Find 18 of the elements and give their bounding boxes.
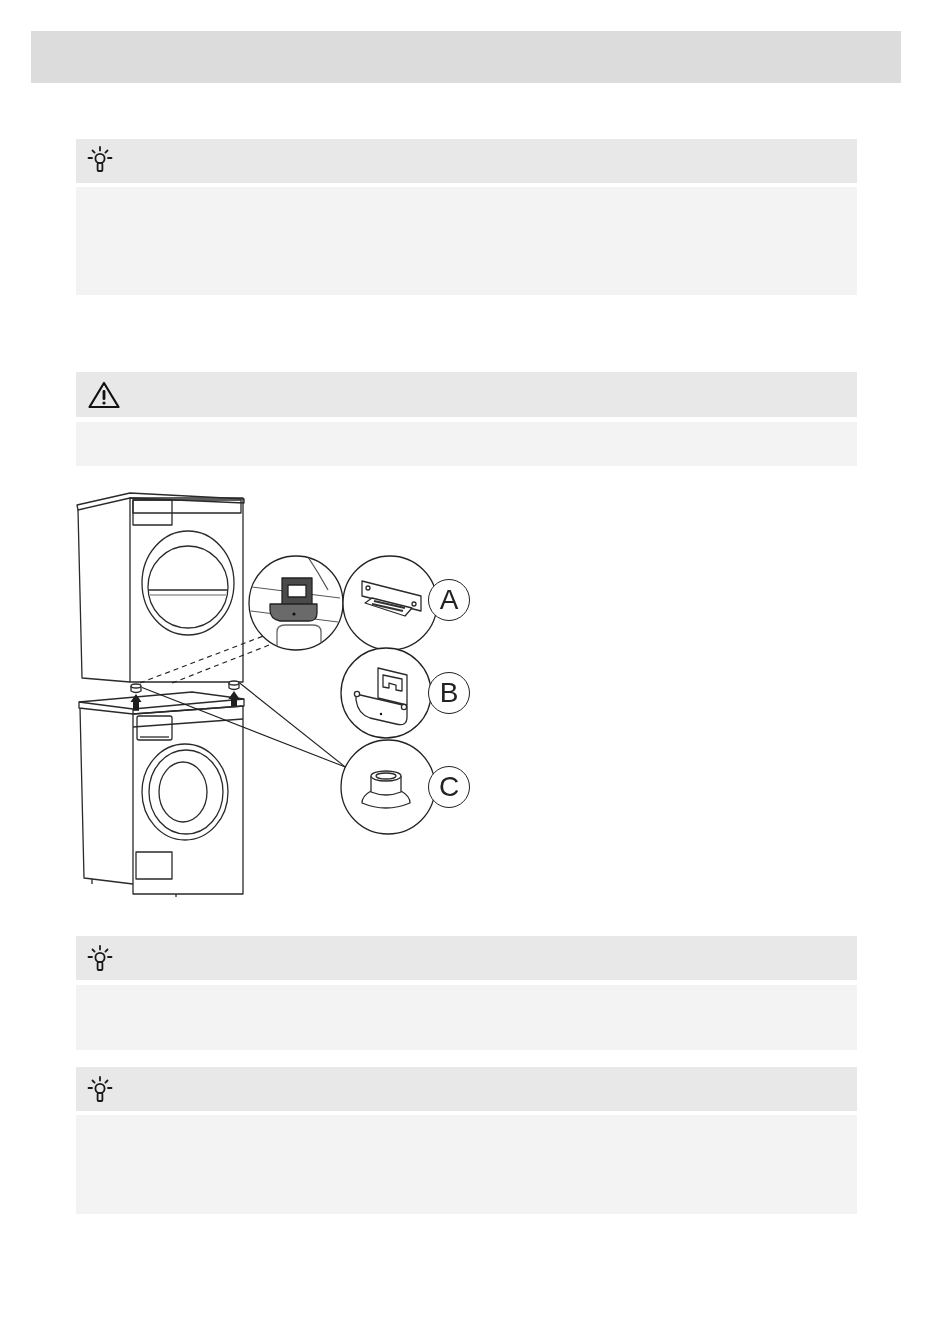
part-detail-circle [340,647,432,739]
arrow [228,691,240,706]
leader-line [141,686,346,768]
callout-letter: A [439,586,459,614]
projection-line [139,635,264,684]
washing-machine-drawing [77,690,245,898]
callout-letter: C [438,773,460,801]
machine-foot-drawing [228,680,240,691]
callout-circle [428,766,470,808]
dryer-drawing [76,491,246,683]
callout-letter: B [439,679,459,707]
callout-circle [428,579,470,621]
part-detail-circle [340,739,436,835]
part-detail-circle [342,555,438,651]
machine-foot-drawing [130,683,142,694]
callout-circle [428,672,470,714]
leader-line [239,682,346,768]
arrow [130,694,142,711]
